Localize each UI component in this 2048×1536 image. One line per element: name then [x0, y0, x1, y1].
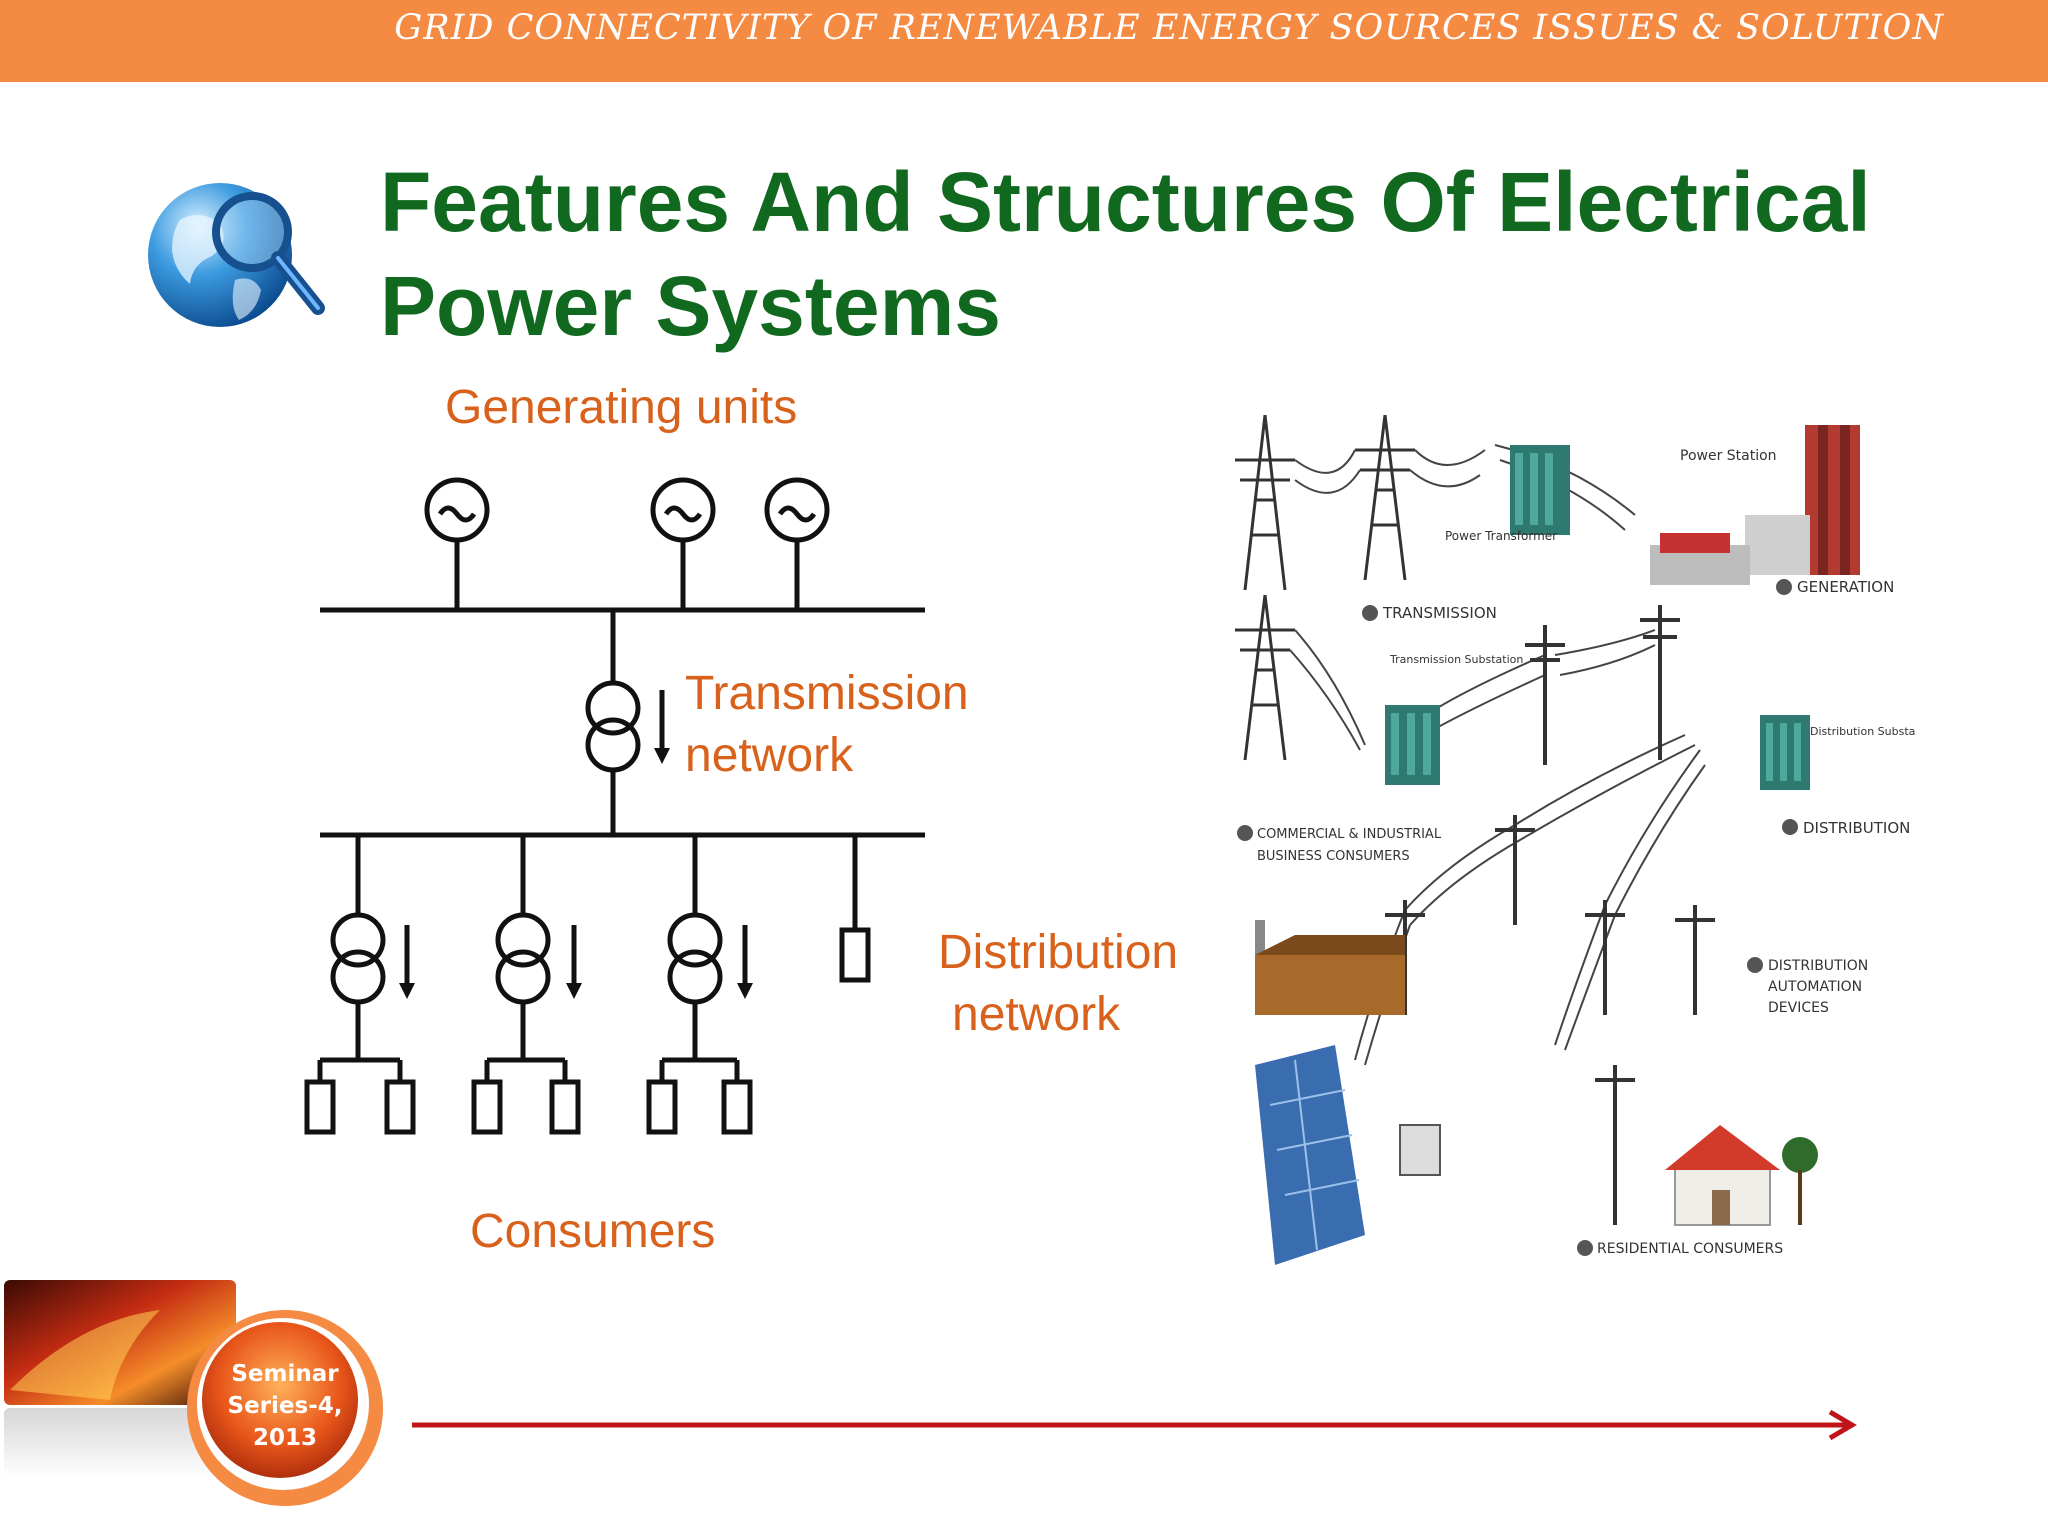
slide-title: Features And Structures Of Electrical Po…	[380, 150, 1980, 358]
direct-load	[839, 835, 871, 983]
generating-units-label: Generating units	[445, 381, 798, 434]
distribution-transformer-3	[646, 835, 753, 1135]
solar-panel-drawing	[1255, 1045, 1365, 1265]
distribution-substation-drawing	[1760, 715, 1810, 790]
globe-magnifier-icon	[148, 183, 325, 327]
header-bar: GRID CONNECTIVITY OF RENEWABLE ENERGY SO…	[0, 0, 2048, 82]
power-station-caption: Power Station	[1680, 448, 1777, 464]
residential-caption: RESIDENTIAL CONSUMERS	[1597, 1241, 1783, 1257]
factory-drawing	[1255, 920, 1405, 1015]
commercial-caption-line-1: COMMERCIAL & INDUSTRIAL	[1257, 827, 1442, 842]
distribution-marker	[1782, 819, 1798, 835]
generator-symbol-2	[650, 477, 716, 610]
transmission-transformer	[585, 610, 665, 835]
transmission-towers	[1235, 414, 1415, 761]
header-banner-text: GRID CONNECTIVITY OF RENEWABLE ENERGY SO…	[394, 8, 1944, 48]
distribution-transformer-1	[304, 835, 416, 1135]
generator-symbol-1	[424, 477, 490, 610]
commercial-caption-line-2: BUSINESS CONSUMERS	[1257, 849, 1410, 864]
power-system-schematic	[304, 477, 925, 1135]
title-line-1: Features And Structures Of Electrical	[380, 155, 1871, 249]
transmission-caption: TRANSMISSION	[1382, 604, 1497, 622]
transmission-label-line-1: Transmission	[685, 667, 969, 720]
automation-caption-line-1: DISTRIBUTION	[1768, 958, 1868, 974]
power-transformer-caption: Power Transformer	[1445, 529, 1557, 543]
generation-caption: GENERATION	[1797, 578, 1894, 596]
transmission-label-line-2: network	[685, 729, 854, 782]
transmission-substation-caption: Transmission Substation	[1389, 653, 1523, 666]
seminar-badge-text: Seminar Series-4, 2013	[180, 1358, 390, 1454]
automation-caption-line-3: DEVICES	[1768, 1000, 1829, 1016]
distribution-label-line-1: Distribution	[938, 926, 1179, 979]
transmission-substation-drawing	[1385, 705, 1440, 785]
power-grid-illustration: Power Station Power Transformer GENERATI…	[1235, 414, 1915, 1265]
distribution-caption: DISTRIBUTION	[1803, 819, 1910, 837]
transmission-marker	[1362, 605, 1378, 621]
automation-caption-line-2: AUTOMATION	[1768, 979, 1862, 995]
power-transformer-drawing	[1510, 445, 1570, 535]
distribution-transformer-2	[471, 835, 581, 1135]
seminar-badge	[4, 1280, 383, 1506]
commercial-marker	[1237, 825, 1253, 841]
badge-line-1: Seminar	[231, 1361, 339, 1387]
generation-marker	[1776, 579, 1792, 595]
house-drawing	[1665, 1125, 1818, 1226]
distribution-label-line-2: network	[952, 988, 1121, 1041]
automation-marker	[1747, 957, 1763, 973]
power-station-drawing	[1650, 425, 1860, 585]
badge-line-2: Series-4,	[227, 1393, 343, 1419]
consumers-label: Consumers	[470, 1205, 716, 1258]
generator-symbol-3	[764, 477, 830, 610]
badge-line-3: 2013	[252, 1425, 317, 1451]
distribution-substation-caption: Distribution Substation	[1810, 725, 1915, 738]
timeline-arrow	[412, 1409, 1857, 1441]
title-line-2: Power Systems	[380, 259, 1001, 353]
residential-marker	[1577, 1240, 1593, 1256]
